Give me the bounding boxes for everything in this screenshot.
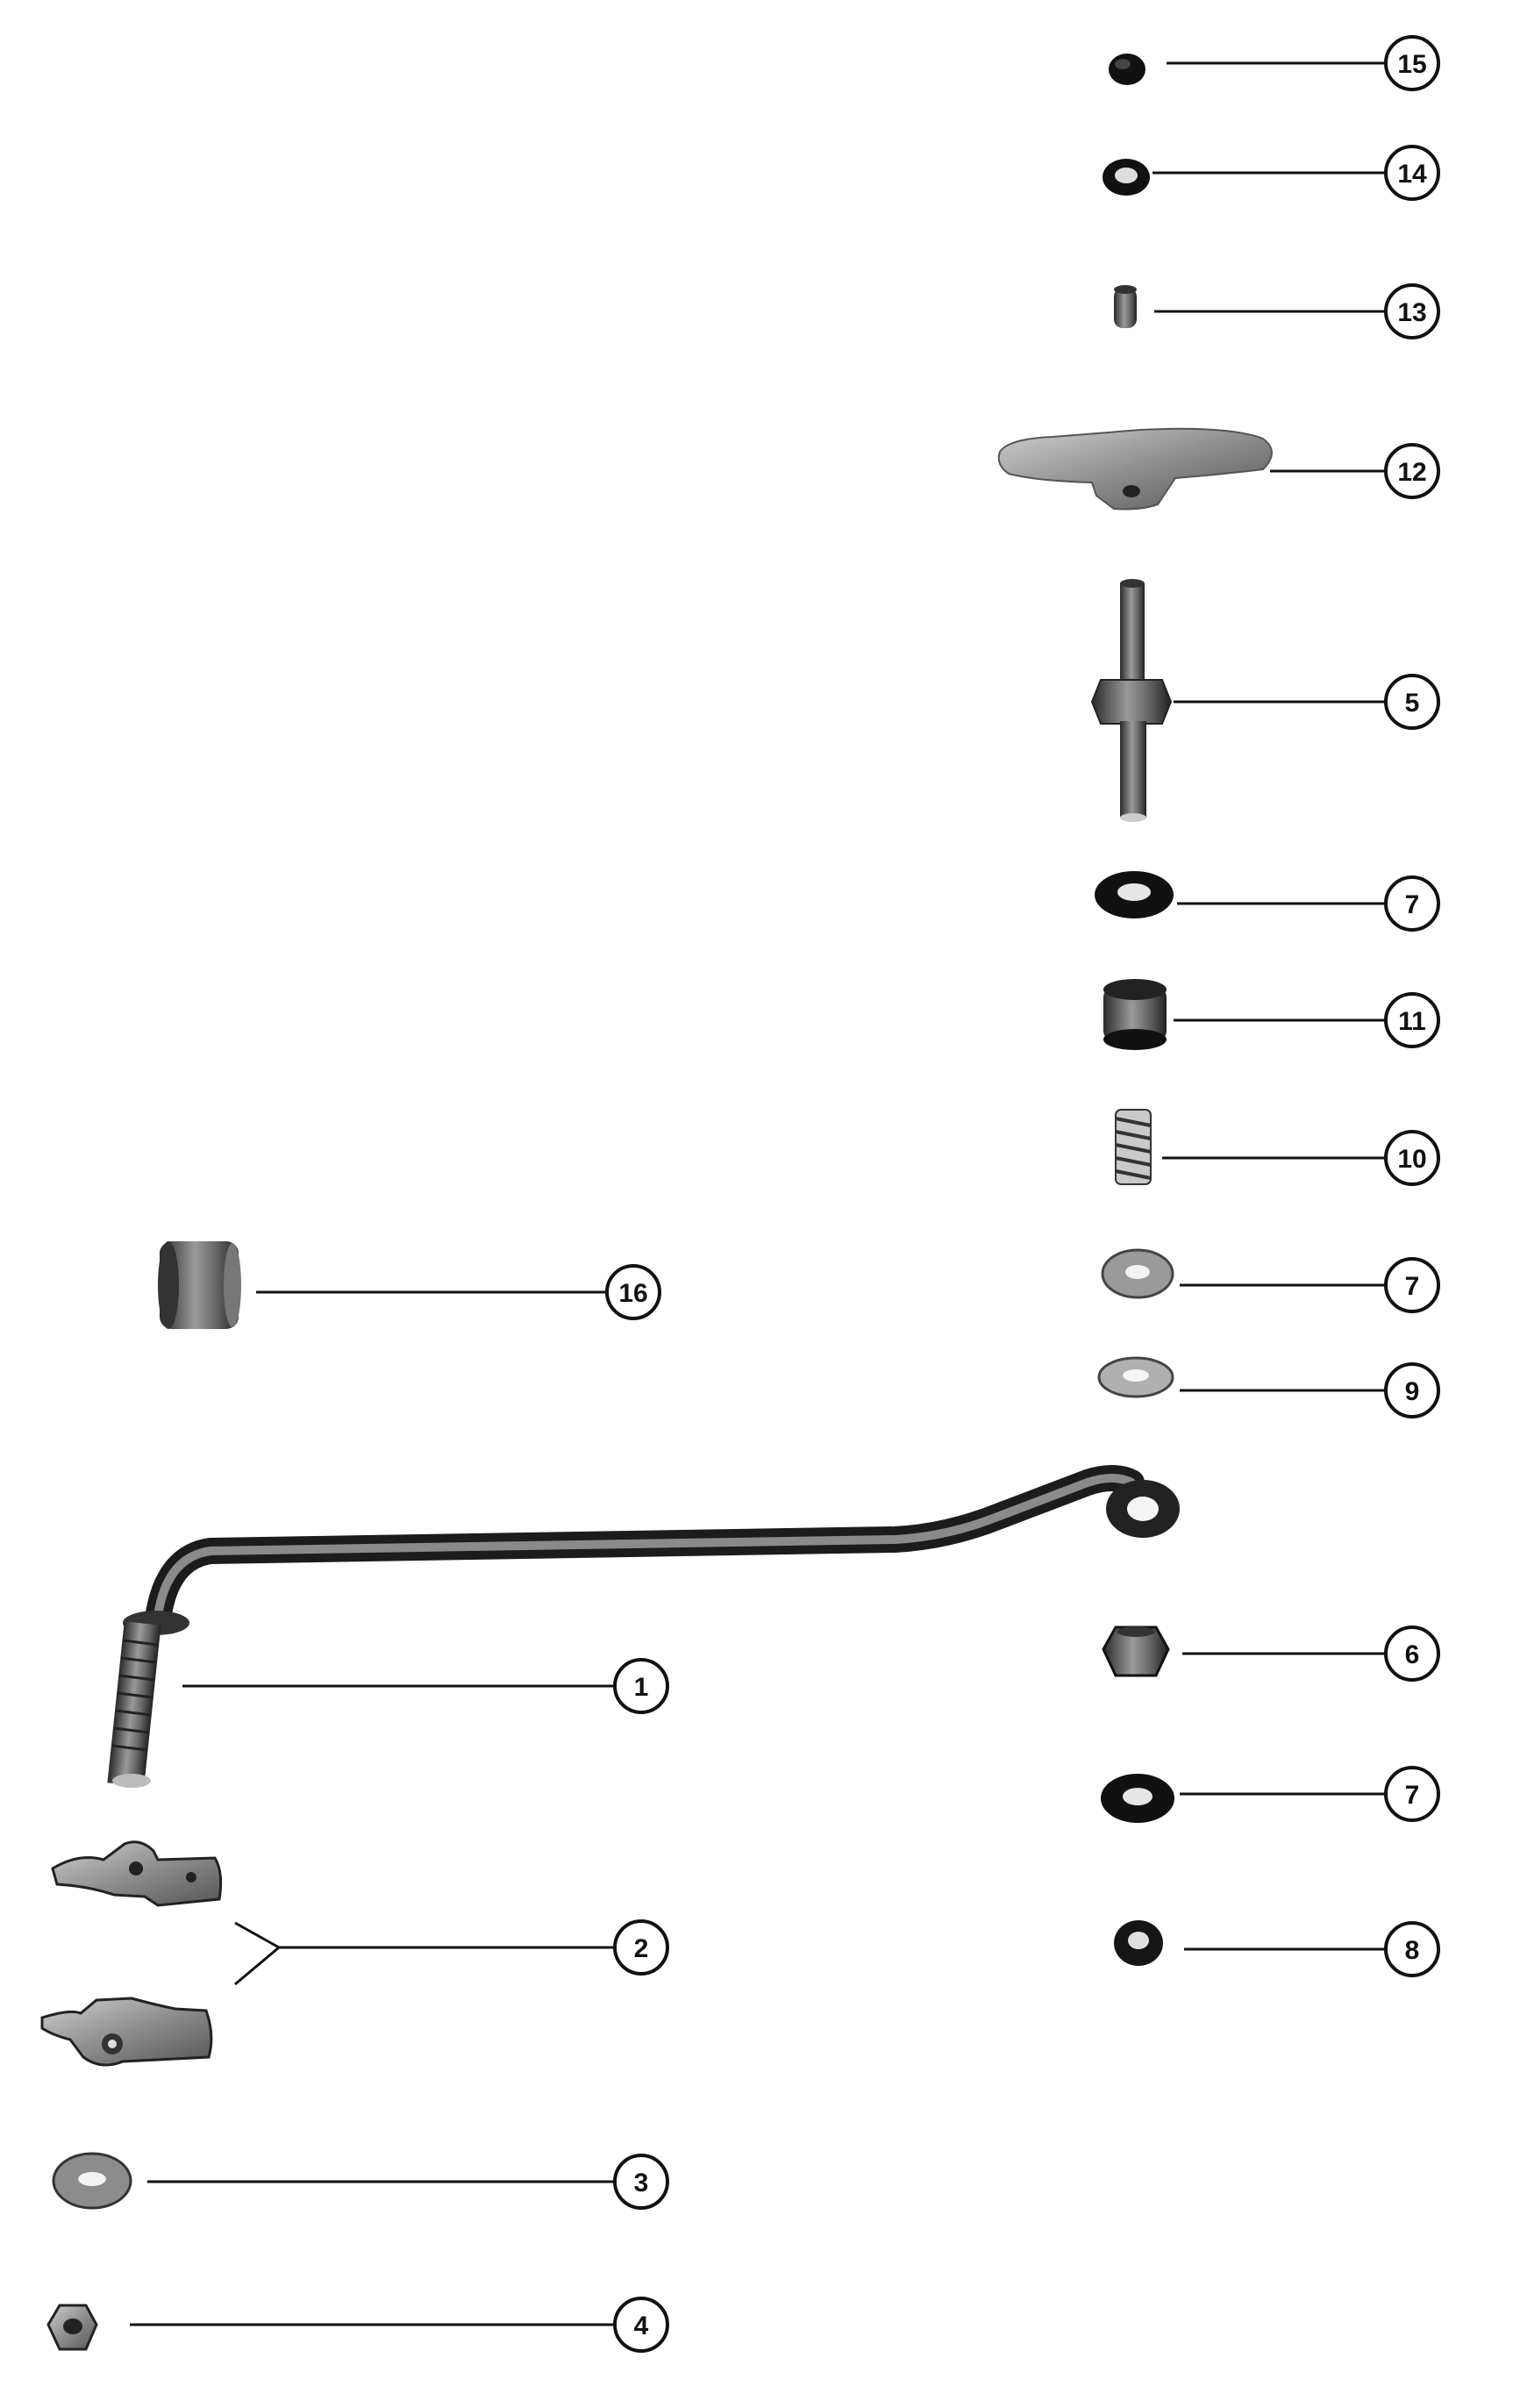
part-12-handle (997, 427, 1273, 511)
callout-13-label: 13 (1397, 298, 1426, 327)
callout-4: 4 (613, 2297, 669, 2353)
callout-7b-label: 7 (1405, 1272, 1420, 1301)
callout-7c: 7 (1384, 1766, 1440, 1822)
part-1-shift-rod (107, 1465, 1180, 1788)
callout-7a-label: 7 (1405, 890, 1420, 919)
callout-7b: 7 (1384, 1257, 1440, 1313)
callout-5: 5 (1384, 674, 1440, 730)
part-7-washer-middle (1101, 1248, 1174, 1299)
callout-16: 16 (605, 1264, 661, 1320)
leader-lines (130, 61, 1385, 2326)
part-6-nut (1102, 1626, 1170, 1677)
part-7-washer-lower (1101, 1774, 1174, 1823)
callout-6: 6 (1384, 1626, 1440, 1682)
callout-6-label: 6 (1405, 1640, 1420, 1669)
part-11-bushing (1103, 979, 1167, 1050)
callout-1-label: 1 (634, 1673, 649, 1702)
callout-7c-label: 7 (1405, 1781, 1420, 1810)
part-5-stud (1090, 579, 1173, 822)
callout-11: 11 (1384, 992, 1440, 1048)
part-4-nut (46, 2304, 98, 2351)
callout-9: 9 (1384, 1362, 1440, 1418)
callout-12: 12 (1384, 443, 1440, 499)
callout-3-label: 3 (634, 2169, 649, 2197)
part-7-washer-upper (1095, 871, 1174, 918)
part-2-shift-clevis-lower (40, 1997, 213, 2067)
callout-14-label: 14 (1397, 160, 1427, 189)
callout-1: 1 (613, 1658, 669, 1714)
part-14-washer (1103, 159, 1150, 196)
callout-12-label: 12 (1397, 458, 1426, 487)
part-10-spring (1115, 1109, 1152, 1185)
part-9-washer (1097, 1356, 1174, 1398)
callout-2-label: 2 (634, 1934, 649, 1963)
callout-5-label: 5 (1405, 689, 1420, 718)
callout-15-label: 15 (1397, 50, 1426, 79)
part-15-cap-nut (1109, 54, 1145, 85)
callout-15: 15 (1384, 35, 1440, 91)
callout-10: 10 (1384, 1130, 1440, 1186)
part-8-lock-nut (1114, 1920, 1163, 1966)
part-13-pin (1114, 285, 1137, 328)
callout-13: 13 (1384, 283, 1440, 339)
part-3-washer (52, 2152, 132, 2210)
callout-4-label: 4 (634, 2312, 649, 2340)
callout-8: 8 (1384, 1921, 1440, 1977)
leader-2 (234, 1921, 282, 1986)
callout-11-label: 11 (1398, 1007, 1426, 1036)
callout-16-label: 16 (618, 1279, 647, 1308)
callout-9-label: 9 (1405, 1377, 1420, 1406)
callout-14: 14 (1384, 145, 1440, 201)
callout-8-label: 8 (1405, 1936, 1420, 1965)
part-2-shift-clevis-upper (51, 1840, 223, 1907)
callout-2: 2 (613, 1919, 669, 1976)
callout-10-label: 10 (1397, 1145, 1426, 1174)
callout-3: 3 (613, 2154, 669, 2210)
part-16-sleeve (158, 1241, 241, 1329)
callout-7a: 7 (1384, 875, 1440, 932)
